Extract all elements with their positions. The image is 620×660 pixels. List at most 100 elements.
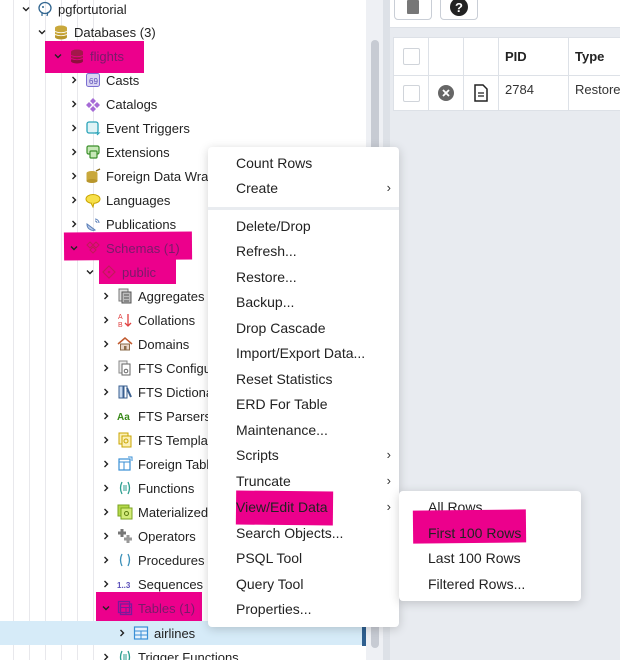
materialized-views-icon bbox=[116, 503, 134, 521]
submenu-item-last-100-rows[interactable]: Last 100 Rows bbox=[399, 545, 581, 570]
chevron-right-icon[interactable] bbox=[98, 552, 114, 568]
tree-item-foreign-tables[interactable]: Foreign Tables bbox=[0, 452, 366, 476]
select-all-checkbox[interactable] bbox=[402, 48, 420, 65]
chevron-right-icon[interactable] bbox=[66, 144, 82, 160]
processes-toolbar: ? bbox=[390, 0, 620, 28]
menu-item-erd-for-table[interactable]: ERD For Table bbox=[208, 391, 399, 416]
chevron-down-icon[interactable] bbox=[82, 264, 98, 280]
chevron-down-icon[interactable] bbox=[18, 1, 34, 17]
tree-item-fts-parsers[interactable]: Aa FTS Parsers bbox=[0, 404, 366, 428]
menu-item-refresh[interactable]: Refresh... bbox=[208, 238, 399, 263]
chevron-down-icon[interactable] bbox=[98, 600, 114, 616]
menu-item-truncate[interactable]: Truncate› bbox=[208, 468, 399, 493]
menu-item-label: Backup... bbox=[236, 293, 295, 310]
tree-item-label: Foreign Data Wrappers bbox=[106, 168, 241, 184]
tree-item-label: Procedures bbox=[138, 552, 205, 568]
menu-item-label: Restore... bbox=[236, 268, 297, 285]
chevron-down-icon[interactable] bbox=[50, 48, 66, 64]
chevron-right-icon[interactable] bbox=[98, 649, 114, 660]
tree-item-flights[interactable]: flights bbox=[0, 44, 366, 68]
tree-item-public[interactable]: public bbox=[0, 260, 366, 284]
tree-item-airlines[interactable]: airlines bbox=[0, 621, 366, 645]
tree-item-trigger-functions[interactable]: Trigger Functions bbox=[0, 645, 366, 660]
menu-item-create[interactable]: Create› bbox=[208, 175, 399, 200]
tree-item-server[interactable]: pgfortutorial bbox=[0, 0, 366, 21]
menu-item-view-edit-data[interactable]: View/Edit Data› bbox=[208, 494, 399, 519]
chevron-right-icon[interactable] bbox=[98, 336, 114, 352]
menu-item-maintenance[interactable]: Maintenance... bbox=[208, 417, 399, 442]
menu-item-drop-cascade[interactable]: Drop Cascade bbox=[208, 315, 399, 340]
header-pid[interactable]: PID bbox=[499, 38, 569, 76]
chevron-right-icon[interactable] bbox=[98, 528, 114, 544]
chevron-right-icon[interactable] bbox=[98, 576, 114, 592]
chevron-right-icon[interactable] bbox=[98, 480, 114, 496]
submenu-item-filtered-rows[interactable]: Filtered Rows... bbox=[399, 571, 581, 596]
view-log-icon[interactable] bbox=[473, 84, 489, 102]
tree-item-databases[interactable]: Databases (3) bbox=[0, 20, 366, 44]
chevron-right-icon[interactable] bbox=[98, 384, 114, 400]
row-checkbox[interactable] bbox=[402, 84, 420, 102]
tree-item-tables[interactable]: Tables (1) bbox=[0, 596, 366, 620]
tree-item-domains[interactable]: Domains bbox=[0, 332, 366, 356]
submenu-item-first-100-rows[interactable]: First 100 Rows bbox=[399, 520, 581, 545]
menu-item-query-tool[interactable]: Query Tool bbox=[208, 571, 399, 596]
highlight-mark bbox=[99, 258, 176, 284]
chevron-right-icon[interactable] bbox=[98, 408, 114, 424]
tables-icon bbox=[116, 599, 134, 617]
menu-item-scripts[interactable]: Scripts› bbox=[208, 442, 399, 467]
menu-item-count-rows[interactable]: Count Rows bbox=[208, 150, 399, 175]
chevron-right-icon[interactable] bbox=[98, 504, 114, 520]
menu-item-import-export[interactable]: Import/Export Data... bbox=[208, 340, 399, 365]
chevron-right-icon[interactable] bbox=[114, 625, 130, 641]
menu-item-properties[interactable]: Properties... bbox=[208, 596, 399, 621]
menu-item-psql-tool[interactable]: PSQL Tool bbox=[208, 545, 399, 570]
stop-process-button[interactable] bbox=[394, 0, 432, 20]
tree-item-event-triggers[interactable]: Event Triggers bbox=[0, 116, 366, 140]
tree-item-languages[interactable]: Languages bbox=[0, 188, 366, 212]
chevron-right-icon[interactable] bbox=[66, 96, 82, 112]
chevron-right-icon[interactable] bbox=[66, 168, 82, 184]
chevron-right-icon[interactable] bbox=[98, 456, 114, 472]
menu-item-delete-drop[interactable]: Delete/Drop bbox=[208, 213, 399, 238]
menu-item-label: Refresh... bbox=[236, 242, 297, 259]
chevron-down-icon[interactable] bbox=[34, 24, 50, 40]
chevron-right-icon[interactable] bbox=[66, 192, 82, 208]
tree-item-catalogs[interactable]: Catalogs bbox=[0, 92, 366, 116]
publications-icon bbox=[84, 215, 102, 233]
header-cell bbox=[464, 38, 499, 76]
svg-text:B: B bbox=[118, 322, 123, 328]
tree-item-fts-templates[interactable]: FTS Templates bbox=[0, 428, 366, 452]
chevron-right-icon[interactable] bbox=[66, 120, 82, 136]
tree-item-schemas[interactable]: Schemas (1) bbox=[0, 236, 366, 260]
menu-item-label: Last 100 Rows bbox=[428, 549, 521, 566]
select-all-cell bbox=[394, 38, 429, 76]
menu-item-backup[interactable]: Backup... bbox=[208, 289, 399, 314]
tree-item-label: pgfortutorial bbox=[58, 1, 127, 17]
chevron-right-icon[interactable] bbox=[66, 72, 82, 88]
menu-item-search-objects[interactable]: Search Objects... bbox=[208, 520, 399, 545]
selected-indicator bbox=[362, 622, 366, 646]
menu-item-reset-statistics[interactable]: Reset Statistics bbox=[208, 366, 399, 391]
tree-item-functions[interactable]: Functions bbox=[0, 476, 366, 500]
header-type[interactable]: Type bbox=[569, 38, 620, 76]
menu-item-restore[interactable]: Restore... bbox=[208, 264, 399, 289]
help-button[interactable]: ? bbox=[440, 0, 478, 20]
chevron-right-icon[interactable] bbox=[66, 216, 82, 232]
cancel-process-icon[interactable] bbox=[437, 84, 455, 102]
tree-item-sequences[interactable]: 1..3 Sequences bbox=[0, 572, 366, 596]
chevron-right-icon[interactable] bbox=[98, 360, 114, 376]
tree-item-operators[interactable]: Operators bbox=[0, 524, 366, 548]
tree-item-extensions[interactable]: Extensions bbox=[0, 140, 366, 164]
tree-item-casts[interactable]: 69 Casts bbox=[0, 68, 366, 92]
chevron-right-icon[interactable] bbox=[98, 288, 114, 304]
fts-templates-icon bbox=[116, 431, 134, 449]
chevron-right-icon[interactable] bbox=[98, 432, 114, 448]
tree-item-aggregates[interactable]: Aggregates bbox=[0, 284, 366, 308]
chevron-down-icon[interactable] bbox=[66, 240, 82, 256]
menu-item-label: Search Objects... bbox=[236, 524, 344, 541]
tree-item-procedures[interactable]: Procedures bbox=[0, 548, 366, 572]
tree-item-publications[interactable]: Publications bbox=[0, 212, 366, 236]
tree-item-foreign-data-wrappers[interactable]: Foreign Data Wrappers bbox=[0, 164, 366, 188]
chevron-right-icon[interactable] bbox=[98, 312, 114, 328]
